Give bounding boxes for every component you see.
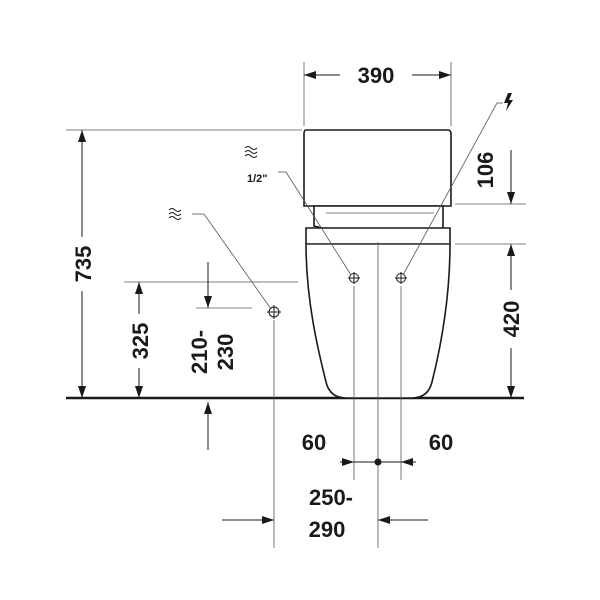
inlet-range-line1: 210- bbox=[187, 330, 212, 374]
tank-water-connection bbox=[348, 272, 360, 284]
left-offset-dimension: 60 bbox=[302, 430, 326, 455]
water-waves-icon bbox=[168, 208, 182, 220]
pipe-size-label: 1/2" bbox=[247, 173, 268, 185]
width-dimension: 390 bbox=[358, 63, 395, 88]
waste-range-line1: 250- bbox=[309, 485, 353, 510]
wall-water-inlet bbox=[267, 305, 281, 319]
height-dimension: 735 bbox=[71, 246, 96, 283]
toilet-outline bbox=[303, 129, 452, 399]
inlet-height-dimension: 325 bbox=[128, 323, 153, 360]
right-offset-dimension: 60 bbox=[429, 430, 453, 455]
cistern-tank bbox=[303, 129, 452, 207]
lightning-bolt-icon bbox=[504, 93, 513, 111]
water-waves-icon bbox=[244, 146, 258, 158]
seat-lid bbox=[313, 205, 444, 231]
electric-connection bbox=[395, 272, 407, 284]
tank-offset-dimension: 106 bbox=[473, 152, 498, 189]
rim-band bbox=[305, 227, 451, 245]
waste-range-line2: 290 bbox=[309, 517, 346, 542]
seat-height-dimension: 420 bbox=[499, 301, 524, 338]
inlet-range-line2: 230 bbox=[213, 334, 238, 371]
